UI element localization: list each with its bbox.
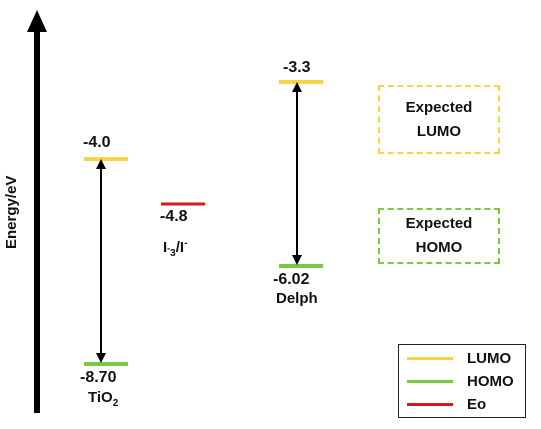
legend-item-eo: Eo — [399, 394, 486, 414]
legend-label-eo: Eo — [467, 395, 487, 413]
tio2-label: TiO2 — [88, 389, 119, 409]
legend-label-homo: HOMO — [467, 372, 514, 390]
legend: LUMO HOMO Eo — [398, 344, 526, 418]
expected-homo-line1: Expected — [405, 215, 473, 232]
tio2-lumo-value: -4.0 — [83, 134, 111, 151]
legend-label-lumo: LUMO — [467, 349, 512, 367]
delph-label: Delph — [276, 290, 318, 307]
delph-lumo-value: -3.3 — [283, 59, 311, 76]
redox-couple-label: I-3/I- — [163, 238, 188, 259]
legend-item-homo: HOMO — [399, 371, 514, 391]
legend-item-lumo: LUMO — [399, 348, 511, 368]
expected-lumo-line2: LUMO — [416, 122, 462, 140]
legend-swatch-eo — [407, 402, 453, 406]
energy-axis-arrowhead — [27, 10, 47, 32]
tio2-homo-value: -8.70 — [80, 369, 117, 386]
energy-axis-label: Energy/eV — [3, 175, 20, 249]
expected-lumo-line1: Expected — [405, 98, 473, 116]
legend-swatch-lumo — [407, 356, 453, 360]
delph-homo-value: -6.02 — [273, 271, 310, 288]
legend-swatch-homo — [407, 379, 453, 383]
expected-homo-line2: HOMO — [415, 239, 463, 256]
redox-value: -4.8 — [160, 208, 188, 225]
